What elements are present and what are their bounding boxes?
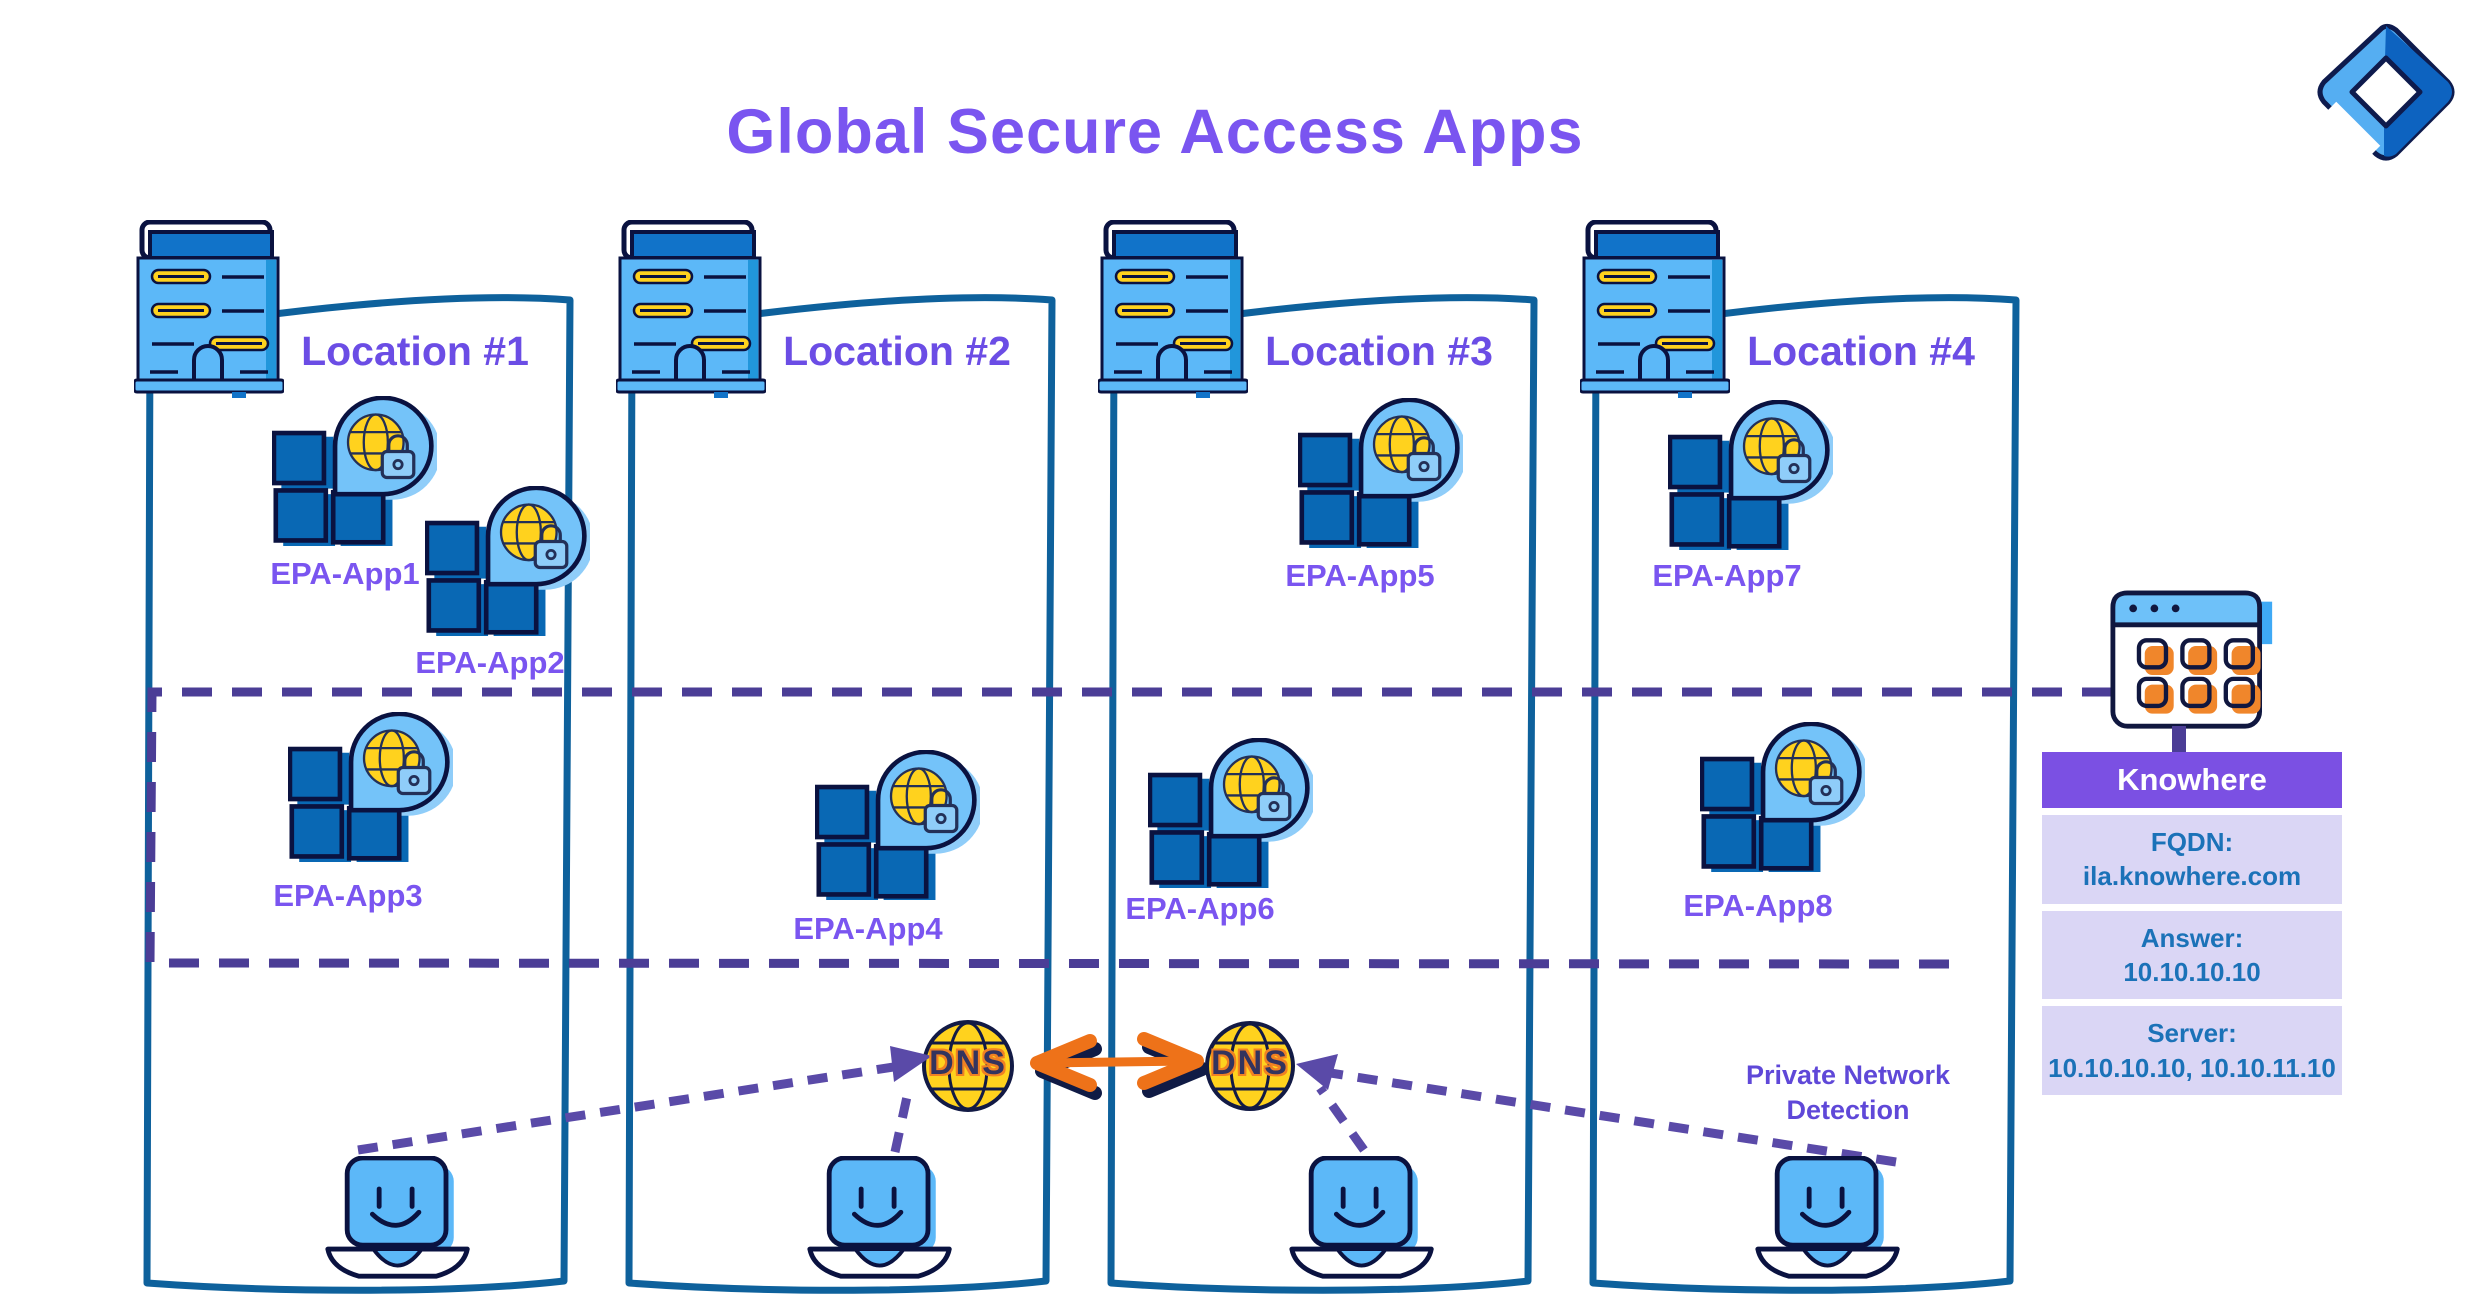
user-laptop-icon-location-2 [804,1156,959,1284]
epa-app3-label: EPA-App3 [273,878,423,913]
answer-label: Answer: [2140,922,2244,953]
epa-app4-label: EPA-App4 [793,911,943,946]
user-laptop-icon-location-1 [322,1156,477,1284]
epa-app1-label: EPA-App1 [270,556,420,591]
enterprise-app-window-icon [2110,590,2276,733]
server-value: 10.10.10.10, 10.10.11.10 [2048,1052,2336,1083]
app-icon-epa-app1 [272,396,437,546]
dns-globe-left [922,1020,1014,1112]
epa-app2-label: EPA-App2 [415,645,565,680]
dns-label-left: DNS [929,1044,1007,1082]
knowhere-table-row-fqdn: FQDN: ila.knowhere.com [2042,815,2342,904]
location-1-label: Location #1 [301,328,529,374]
brand-logo [2296,0,2476,192]
private-network-detection-label: Private Network Detection [1745,1060,1951,1126]
epa-app8-label: EPA-App8 [1683,888,1833,923]
epa-app5-label: EPA-App5 [1285,558,1435,593]
dns-query-dashed-lines [357,1061,1897,1167]
dns-query-arrowhead-right [1296,1054,1338,1090]
server-label: Server: [2147,1018,2237,1049]
location-4-label: Location #4 [1747,328,1975,374]
knowhere-table-row-server: Server: 10.10.10.10, 10.10.11.10 [2042,1006,2342,1095]
app-icon-epa-app5 [1298,398,1463,548]
knowhere-table: Knowhere FQDN: ila.knowhere.com Answer: … [2042,752,2342,1095]
dns-label-right: DNS [1211,1044,1289,1082]
fqdn-value: ila.knowhere.com [2082,861,2302,892]
epa-app7-label: EPA-App7 [1652,558,1802,593]
diamond-logo-icon [2317,23,2455,161]
answer-value: 10.10.10.10 [2123,956,2261,987]
location-3-label: Location #3 [1265,328,1493,374]
epa-app6-label: EPA-App6 [1125,891,1275,926]
app-icon-epa-app2 [425,486,590,636]
user-laptop-icon-location-3 [1286,1156,1441,1284]
dns-query-arrowhead-left [890,1046,932,1082]
app-group-dashed-outline [145,687,2112,969]
app-icon-epa-app8 [1700,722,1865,872]
user-laptop-icon-location-4 [1752,1156,1907,1284]
app-icon-epa-app4 [815,750,980,900]
app-icon-epa-app6 [1148,738,1313,888]
app-icon-epa-app7 [1668,400,1833,550]
knowhere-table-row-answer: Answer: 10.10.10.10 [2042,910,2342,1000]
knowhere-table-header: Knowhere [2042,752,2342,808]
fqdn-label: FQDN: [2150,827,2234,857]
location-2-label: Location #2 [783,328,1011,374]
icon-table-connector [2172,726,2186,752]
app-icon-epa-app3 [288,712,453,862]
dns-sync-arrow [1030,1032,1209,1100]
page-title: Global Secure Access Apps [726,97,1584,167]
